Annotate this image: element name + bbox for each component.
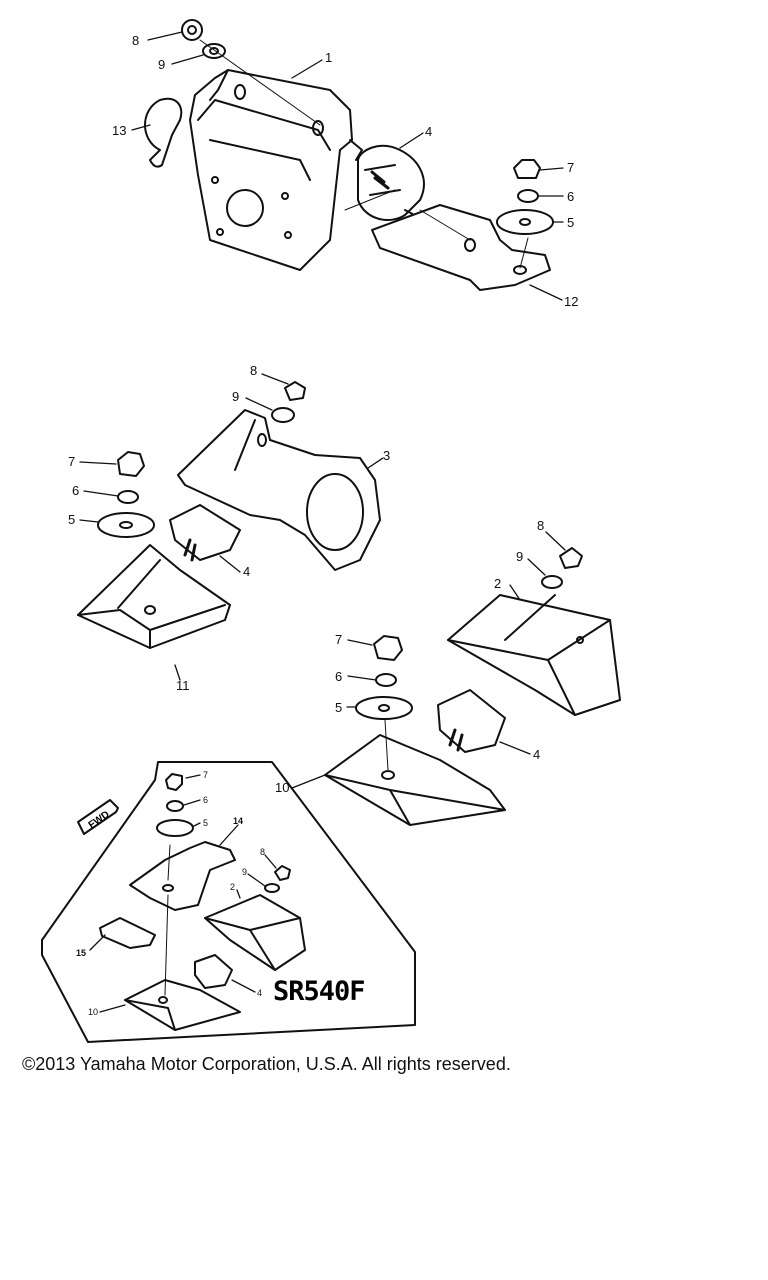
washer-5-mid-left bbox=[97, 512, 155, 538]
callout-9: 9 bbox=[232, 389, 239, 404]
callout-3: 3 bbox=[383, 448, 390, 463]
damper-4-top bbox=[357, 144, 425, 227]
washer-6-mid-left bbox=[117, 490, 139, 504]
bracket-10 bbox=[324, 734, 506, 826]
callout-6: 6 bbox=[72, 483, 79, 498]
callout-1: 1 bbox=[325, 50, 332, 65]
nut-7-mid-right bbox=[373, 635, 403, 661]
bracket-10-inset bbox=[124, 979, 241, 1031]
callout-9: 9 bbox=[516, 549, 523, 564]
bracket-11 bbox=[77, 544, 231, 649]
callout-15: 15 bbox=[76, 948, 86, 958]
callout-7: 7 bbox=[567, 160, 574, 175]
washer-5-inset bbox=[156, 819, 194, 837]
callout-8: 8 bbox=[250, 363, 257, 378]
callout-4: 4 bbox=[533, 747, 540, 762]
callout-4: 4 bbox=[425, 124, 432, 139]
callout-2: 2 bbox=[230, 882, 235, 892]
clip-13 bbox=[144, 97, 183, 168]
washer-5-mid-right bbox=[355, 696, 413, 720]
plate-14 bbox=[129, 841, 236, 911]
bracket-12 bbox=[371, 204, 551, 291]
callout-6: 6 bbox=[203, 795, 208, 805]
callout-12: 12 bbox=[564, 294, 578, 309]
callout-9: 9 bbox=[242, 867, 247, 877]
nut-8-inset bbox=[274, 865, 291, 881]
bracket-1 bbox=[189, 69, 363, 271]
callout-7: 7 bbox=[335, 632, 342, 647]
callouts-inset: 7 6 5 14 8 9 2 15 4 10 bbox=[76, 770, 265, 1017]
nut-7-top bbox=[513, 159, 541, 179]
callout-6: 6 bbox=[567, 189, 574, 204]
washer-6-inset bbox=[166, 800, 184, 812]
washer-9-mid-left bbox=[271, 407, 295, 423]
callout-8: 8 bbox=[132, 33, 139, 48]
parts-diagram: 8 9 1 13 4 7 6 5 12 8 9 3 7 6 5 4 11 8 9… bbox=[41, 19, 621, 1043]
model-label: SR540F bbox=[273, 976, 365, 1007]
callout-5: 5 bbox=[203, 818, 208, 828]
bracket-2 bbox=[447, 594, 621, 716]
callout-10: 10 bbox=[275, 780, 289, 795]
nut-8-mid-left bbox=[284, 381, 306, 401]
callout-4: 4 bbox=[243, 564, 250, 579]
fwd-arrow bbox=[77, 799, 119, 835]
callout-7: 7 bbox=[203, 770, 208, 780]
nut-8-top bbox=[181, 19, 203, 41]
callout-6: 6 bbox=[335, 669, 342, 684]
nut-8-mid-right bbox=[559, 547, 583, 569]
callout-10: 10 bbox=[88, 1007, 98, 1017]
copyright-notice: ©2013 Yamaha Motor Corporation, U.S.A. A… bbox=[22, 1054, 511, 1074]
inset-border bbox=[41, 761, 416, 1043]
leader-lines bbox=[79, 31, 566, 1013]
callout-13: 13 bbox=[112, 123, 126, 138]
callout-14: 14 bbox=[233, 816, 243, 826]
callout-5: 5 bbox=[68, 512, 75, 527]
bracket-3 bbox=[177, 409, 381, 571]
callouts-top: 8 9 1 13 4 7 6 5 12 bbox=[112, 33, 578, 309]
callout-2: 2 bbox=[494, 576, 501, 591]
callout-5: 5 bbox=[567, 215, 574, 230]
bracket-2-inset bbox=[204, 894, 306, 971]
nut-7-inset bbox=[165, 773, 183, 791]
washer-6-top bbox=[517, 189, 539, 203]
callout-7: 7 bbox=[68, 454, 75, 469]
damper-4-mid-right bbox=[437, 689, 506, 753]
callout-11: 11 bbox=[176, 678, 190, 693]
callout-9: 9 bbox=[158, 57, 165, 72]
callouts-middle-right: 8 9 2 7 6 5 4 10 bbox=[275, 518, 544, 795]
callouts-middle-left: 8 9 3 7 6 5 4 11 bbox=[68, 363, 390, 693]
damper-4-inset bbox=[194, 954, 233, 989]
washer-5-top bbox=[496, 209, 554, 235]
damper-4-mid-left bbox=[169, 504, 241, 562]
callout-8: 8 bbox=[260, 847, 265, 857]
callout-4: 4 bbox=[257, 988, 262, 998]
callout-8: 8 bbox=[537, 518, 544, 533]
washer-9-mid-right bbox=[541, 575, 563, 589]
washer-9-inset bbox=[264, 883, 280, 893]
callout-5: 5 bbox=[335, 700, 342, 715]
washer-6-mid-right bbox=[375, 673, 397, 687]
bar-15 bbox=[99, 917, 156, 949]
nut-7-mid-left bbox=[117, 451, 145, 477]
washer-9-top bbox=[202, 43, 226, 59]
